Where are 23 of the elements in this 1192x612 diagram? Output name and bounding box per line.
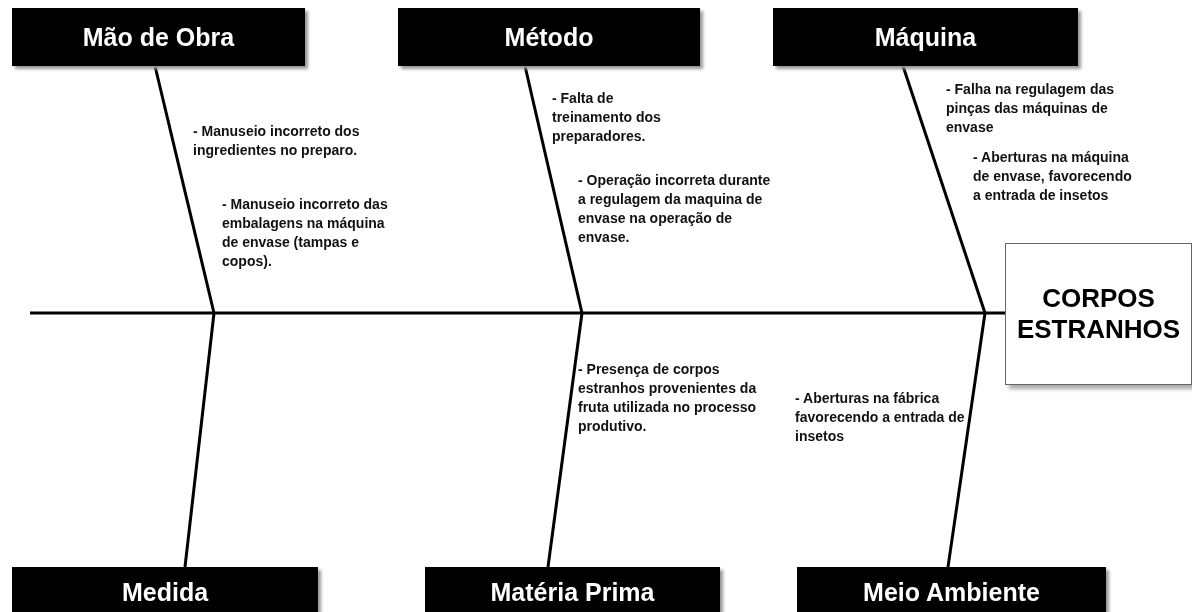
branch-line [153, 65, 216, 314]
cause-note: - Aberturas na fábrica favorecendo a entrada de insetos [795, 389, 966, 446]
category-label: Medida [12, 567, 318, 612]
cause-note: - Falta de treinamento dos preparadores. [552, 89, 662, 146]
cause-note: - Aberturas na máquina de envase, favorecendo a entrada de insetos [973, 148, 1133, 205]
branch-line [183, 312, 216, 568]
cause-note: - Manuseio incorreto dos ingredientes no preparo. [193, 122, 361, 160]
cause-note: - Falha na regulagem das pinças das máquinas de envase [946, 80, 1116, 137]
spine-line [30, 311, 1005, 315]
branch-line [946, 312, 987, 568]
category-label: Mão de Obra [12, 8, 305, 66]
branch-line [523, 65, 584, 314]
category-label: Meio Ambiente [797, 567, 1106, 612]
effect-box [1005, 243, 1192, 385]
category-label: Matéria Prima [425, 567, 720, 612]
cause-note: - Manuseio incorreto das embalagens na máquina de envase (tampas e copos). [222, 195, 389, 271]
effect-title: CORPOS ESTRANHOS [1015, 282, 1182, 346]
branch-line [546, 312, 584, 568]
category-label: Método [398, 8, 700, 66]
cause-note: - Presença de corpos estranhos provenientes da fruta utilizada no processo produtivo. [578, 360, 758, 436]
category-label: Máquina [773, 8, 1078, 66]
branch-line [901, 65, 987, 314]
cause-note: - Operação incorreta durante a regulagem da maquina de envase na operação de envase. [578, 171, 772, 247]
